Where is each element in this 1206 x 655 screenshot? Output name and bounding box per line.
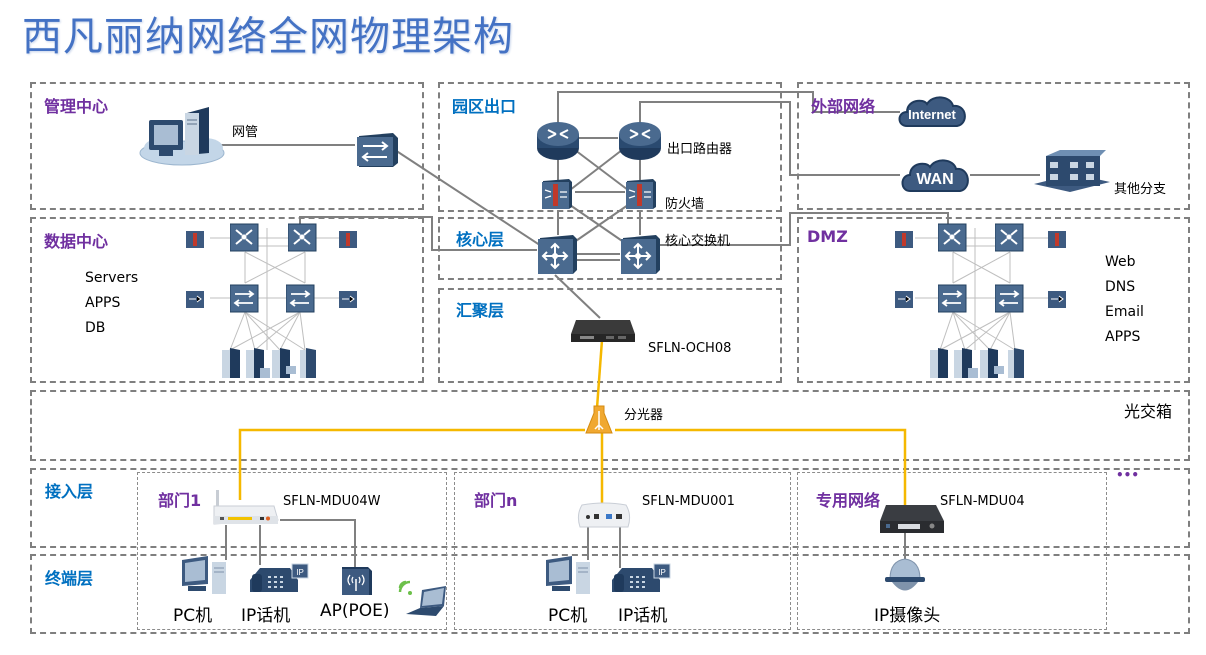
zone-label-external: 外部网络 bbox=[811, 97, 876, 116]
core-switch-label: 核心交换机 bbox=[665, 234, 731, 249]
dmz-services: Web DNS Email APPS bbox=[1105, 250, 1144, 350]
internet-cloud-icon: Internet bbox=[898, 96, 966, 127]
exit-router-label: 出口路由器 bbox=[667, 142, 733, 157]
zone-label-management: 管理中心 bbox=[44, 97, 109, 116]
svg-text:IP: IP bbox=[658, 568, 666, 577]
core-switch-1-icon bbox=[538, 235, 577, 274]
zone-label-core: 核心层 bbox=[456, 230, 505, 249]
zone-campus-exit bbox=[438, 82, 782, 212]
dc-access-switch-1-icon bbox=[230, 284, 259, 313]
mgmt-switch-icon bbox=[357, 133, 398, 167]
nms-server-icon bbox=[139, 107, 225, 166]
service-item: DB bbox=[85, 320, 106, 336]
mdu04-device-icon bbox=[880, 505, 944, 533]
dept1-device-label: SFLN-MDU04W bbox=[283, 494, 381, 509]
zone-label-dmz: DMZ bbox=[807, 227, 848, 246]
dmz-lb-right-icon bbox=[1048, 291, 1066, 308]
dept1-box bbox=[137, 472, 447, 630]
ip-phone-icon: IP bbox=[250, 563, 309, 592]
service-item: Servers bbox=[85, 270, 139, 286]
dmz-servers-icon bbox=[930, 348, 1024, 378]
dc-lb-right-icon bbox=[339, 291, 357, 308]
dc-core-switch-2-icon bbox=[288, 223, 317, 252]
ip-phone-icon: IP bbox=[612, 563, 671, 592]
dmz-core-switch-1-icon bbox=[938, 223, 967, 252]
ap-icon bbox=[342, 567, 372, 595]
olt-label: SFLN-OCH08 bbox=[648, 341, 732, 356]
firewall-label: 防火墙 bbox=[665, 197, 705, 212]
page-title: 西凡丽纳网络全网物理架构 bbox=[22, 14, 514, 60]
datacenter-services: Servers APPS DB bbox=[85, 266, 138, 341]
zone-label-campus-exit: 园区出口 bbox=[452, 97, 517, 116]
dmz-lb-left-icon bbox=[895, 291, 913, 308]
wan-cloud-icon: WAN bbox=[901, 159, 969, 192]
dc-firewall-left-icon bbox=[186, 231, 204, 248]
dc-servers-icon bbox=[222, 348, 316, 378]
deptn-label: 部门n bbox=[474, 491, 518, 510]
dc-firewall-right-icon bbox=[339, 231, 357, 248]
wifi-laptop-icon bbox=[398, 580, 446, 616]
zone-terminal bbox=[30, 554, 1190, 634]
deptn-device-label: SFLN-MDU001 bbox=[642, 494, 735, 509]
special-net-device-label: SFLN-MDU04 bbox=[940, 494, 1025, 509]
zone-label-aggregation: 汇聚层 bbox=[456, 301, 505, 320]
dmz-firewall-left-icon bbox=[895, 231, 913, 248]
service-item: Email bbox=[1105, 304, 1144, 320]
pc-icon bbox=[546, 556, 590, 594]
terminal-label: PC机 bbox=[548, 606, 588, 626]
more-departments: ••• bbox=[1116, 468, 1140, 482]
core-switch-2-icon bbox=[621, 235, 660, 274]
terminal-label: IP话机 bbox=[241, 606, 291, 626]
branch-building-icon bbox=[1034, 150, 1110, 192]
mdu04w-device-icon bbox=[213, 490, 279, 525]
pc-icon bbox=[182, 556, 226, 594]
dc-lb-left-icon bbox=[186, 291, 204, 308]
svg-text:IP: IP bbox=[296, 568, 304, 577]
zone-optical-box bbox=[30, 390, 1190, 461]
terminal-label: IP话机 bbox=[618, 606, 668, 626]
dept1-label: 部门1 bbox=[158, 491, 202, 510]
dmz-firewall-right-icon bbox=[1048, 231, 1066, 248]
zone-label-datacenter: 数据中心 bbox=[44, 232, 109, 251]
ip-camera-icon bbox=[885, 558, 925, 591]
splitter-icon bbox=[585, 405, 613, 434]
service-item: Web bbox=[1105, 254, 1136, 270]
service-item: APPS bbox=[85, 295, 121, 311]
terminal-label: PC机 bbox=[173, 606, 213, 626]
service-item: DNS bbox=[1105, 279, 1136, 295]
dmz-access-switch-2-icon bbox=[995, 284, 1024, 313]
splitter-label: 分光器 bbox=[624, 408, 664, 423]
service-item: APPS bbox=[1105, 329, 1141, 345]
zone-aggregation bbox=[438, 288, 782, 383]
zone-label-optical-box: 光交箱 bbox=[1124, 402, 1173, 421]
olt-device-icon bbox=[571, 320, 635, 342]
exit-router-2-icon bbox=[619, 122, 661, 160]
special-net-label: 专用网络 bbox=[816, 491, 881, 510]
mdu001-device-icon bbox=[577, 502, 631, 528]
zone-datacenter bbox=[30, 217, 424, 383]
zone-access bbox=[30, 468, 1190, 548]
terminal-label: AP(POE) bbox=[320, 601, 390, 621]
dmz-access-switch-1-icon bbox=[938, 284, 967, 313]
deptn-box bbox=[454, 472, 791, 630]
wan-text: WAN bbox=[916, 171, 953, 188]
special-net-box bbox=[797, 472, 1107, 630]
zone-management bbox=[30, 82, 424, 210]
dmz-core-switch-2-icon bbox=[995, 223, 1024, 252]
exit-router-1-icon bbox=[537, 122, 579, 160]
zone-external bbox=[797, 82, 1190, 210]
dc-access-switch-2-icon bbox=[286, 284, 315, 313]
nms-label: 网管 bbox=[232, 125, 259, 140]
dc-core-switch-1-icon bbox=[230, 223, 259, 252]
zone-label-access: 接入层 bbox=[45, 482, 94, 501]
firewall-2-icon bbox=[626, 179, 656, 209]
terminal-label: IP摄像头 bbox=[874, 606, 941, 626]
firewall-1-icon bbox=[542, 179, 572, 209]
zone-dmz bbox=[797, 217, 1190, 383]
zone-label-terminal: 终端层 bbox=[45, 569, 94, 588]
branch-label: 其他分支 bbox=[1114, 182, 1167, 197]
internet-text: Internet bbox=[908, 107, 956, 122]
